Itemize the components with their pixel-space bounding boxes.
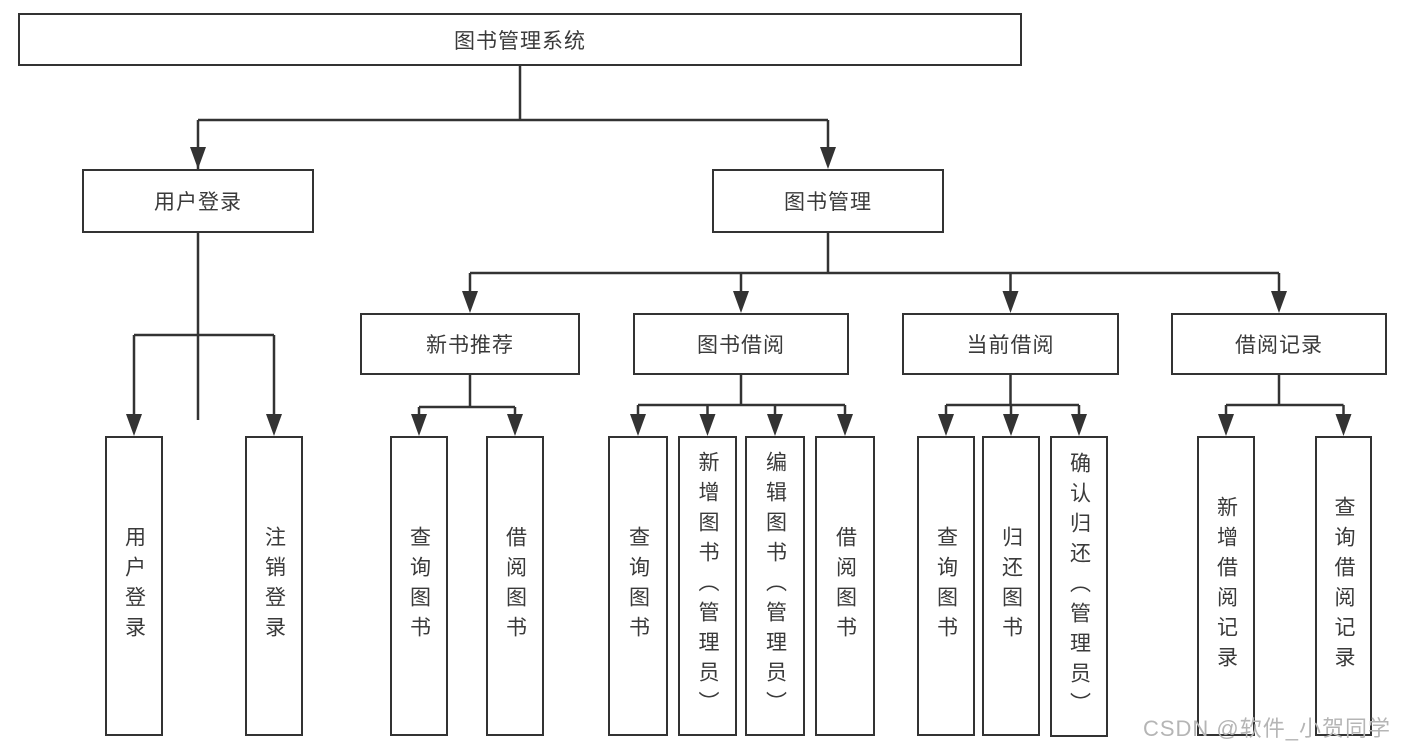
leaf-edit-book-admin: 编辑图书（管理员） [745, 436, 805, 736]
leaf-query-books-current: 查询图书 [917, 436, 975, 736]
leaf-add-book-admin: 新增图书（管理员） [678, 436, 737, 736]
leaf-user-login: 用户登录 [105, 436, 163, 736]
leaf-borrow-books-borrowing: 借阅图书 [815, 436, 875, 736]
leaf-confirm-return-admin: 确认归还（管理员） [1050, 436, 1108, 737]
leaf-query-books-recommend: 查询图书 [390, 436, 448, 736]
csdn-watermark: CSDN @软件_小贺同学 [1142, 716, 1391, 741]
node-current-borrowing: 当前借阅 [902, 313, 1119, 375]
node-borrowing-records: 借阅记录 [1171, 313, 1387, 375]
leaf-query-books-borrowing: 查询图书 [608, 436, 668, 736]
node-user-login-branch: 用户登录 [82, 169, 314, 233]
node-new-book-recommend: 新书推荐 [360, 313, 580, 375]
node-book-borrowing: 图书借阅 [633, 313, 849, 375]
node-book-management-branch: 图书管理 [712, 169, 944, 233]
leaf-borrow-books-recommend: 借阅图书 [486, 436, 544, 736]
leaf-query-borrow-record: 查询借阅记录 [1315, 436, 1372, 736]
leaf-logout: 注销登录 [245, 436, 303, 736]
node-root: 图书管理系统 [18, 13, 1022, 66]
leaf-return-books: 归还图书 [982, 436, 1040, 736]
arrowheads [126, 147, 1352, 436]
leaf-add-borrow-record: 新增借阅记录 [1197, 436, 1255, 736]
